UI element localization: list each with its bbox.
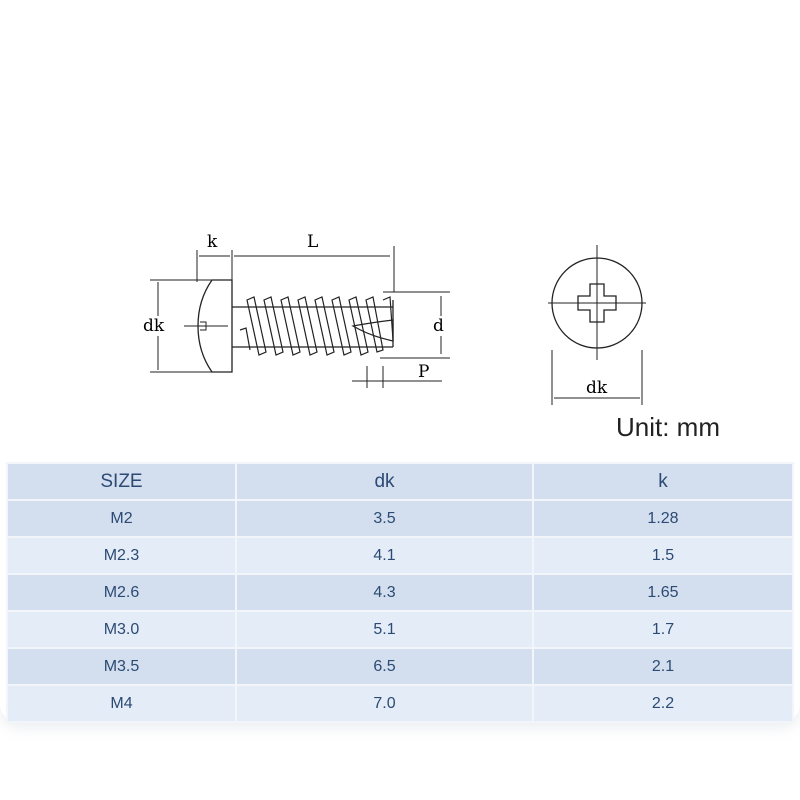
cell-dk: 7.0 — [235, 684, 534, 723]
cell-k: 2.2 — [532, 684, 794, 723]
cell-size: M2 — [6, 499, 237, 538]
cell-size: M2.3 — [6, 536, 237, 575]
cell-k: 1.28 — [532, 499, 794, 538]
label-dk-side: dk — [143, 316, 165, 336]
header-size: SIZE — [6, 462, 237, 501]
side-view — [150, 246, 450, 388]
cell-size: M4 — [6, 684, 237, 723]
cell-dk: 4.1 — [235, 536, 534, 575]
table-row: M3.0 5.1 1.7 — [6, 610, 794, 649]
cell-k: 1.65 — [532, 573, 794, 612]
size-table: SIZE dk k M2 3.5 1.28 M2.3 4.1 1.5 M2.6 … — [6, 462, 794, 723]
cell-size: M2.6 — [6, 573, 237, 612]
cell-size: M3.5 — [6, 647, 237, 686]
unit-label: Unit: mm — [616, 412, 720, 442]
header-dk: dk — [235, 462, 534, 501]
top-view — [548, 245, 646, 405]
cell-dk: 3.5 — [235, 499, 534, 538]
label-dk-top: dk — [586, 378, 608, 398]
phillips-recess — [577, 283, 617, 323]
cell-k: 2.1 — [532, 647, 794, 686]
cell-k: 1.7 — [532, 610, 794, 649]
cell-dk: 4.3 — [235, 573, 534, 612]
threads — [239, 296, 394, 356]
table-row: M3.5 6.5 2.1 — [6, 647, 794, 686]
header-k: k — [532, 462, 794, 501]
label-P: P — [418, 362, 430, 382]
table-row: M4 7.0 2.2 — [6, 684, 794, 723]
table-row: M2 3.5 1.28 — [6, 499, 794, 538]
label-d: d — [433, 316, 444, 336]
cell-size: M3.0 — [6, 610, 237, 649]
table-header-row: SIZE dk k — [6, 462, 794, 501]
label-L: L — [307, 232, 319, 252]
label-k: k — [207, 232, 218, 252]
screw-diagram — [150, 245, 646, 405]
table-row: M2.6 4.3 1.65 — [6, 573, 794, 612]
cell-k: 1.5 — [532, 536, 794, 575]
table-row: M2.3 4.1 1.5 — [6, 536, 794, 575]
cell-dk: 5.1 — [235, 610, 534, 649]
cell-dk: 6.5 — [235, 647, 534, 686]
